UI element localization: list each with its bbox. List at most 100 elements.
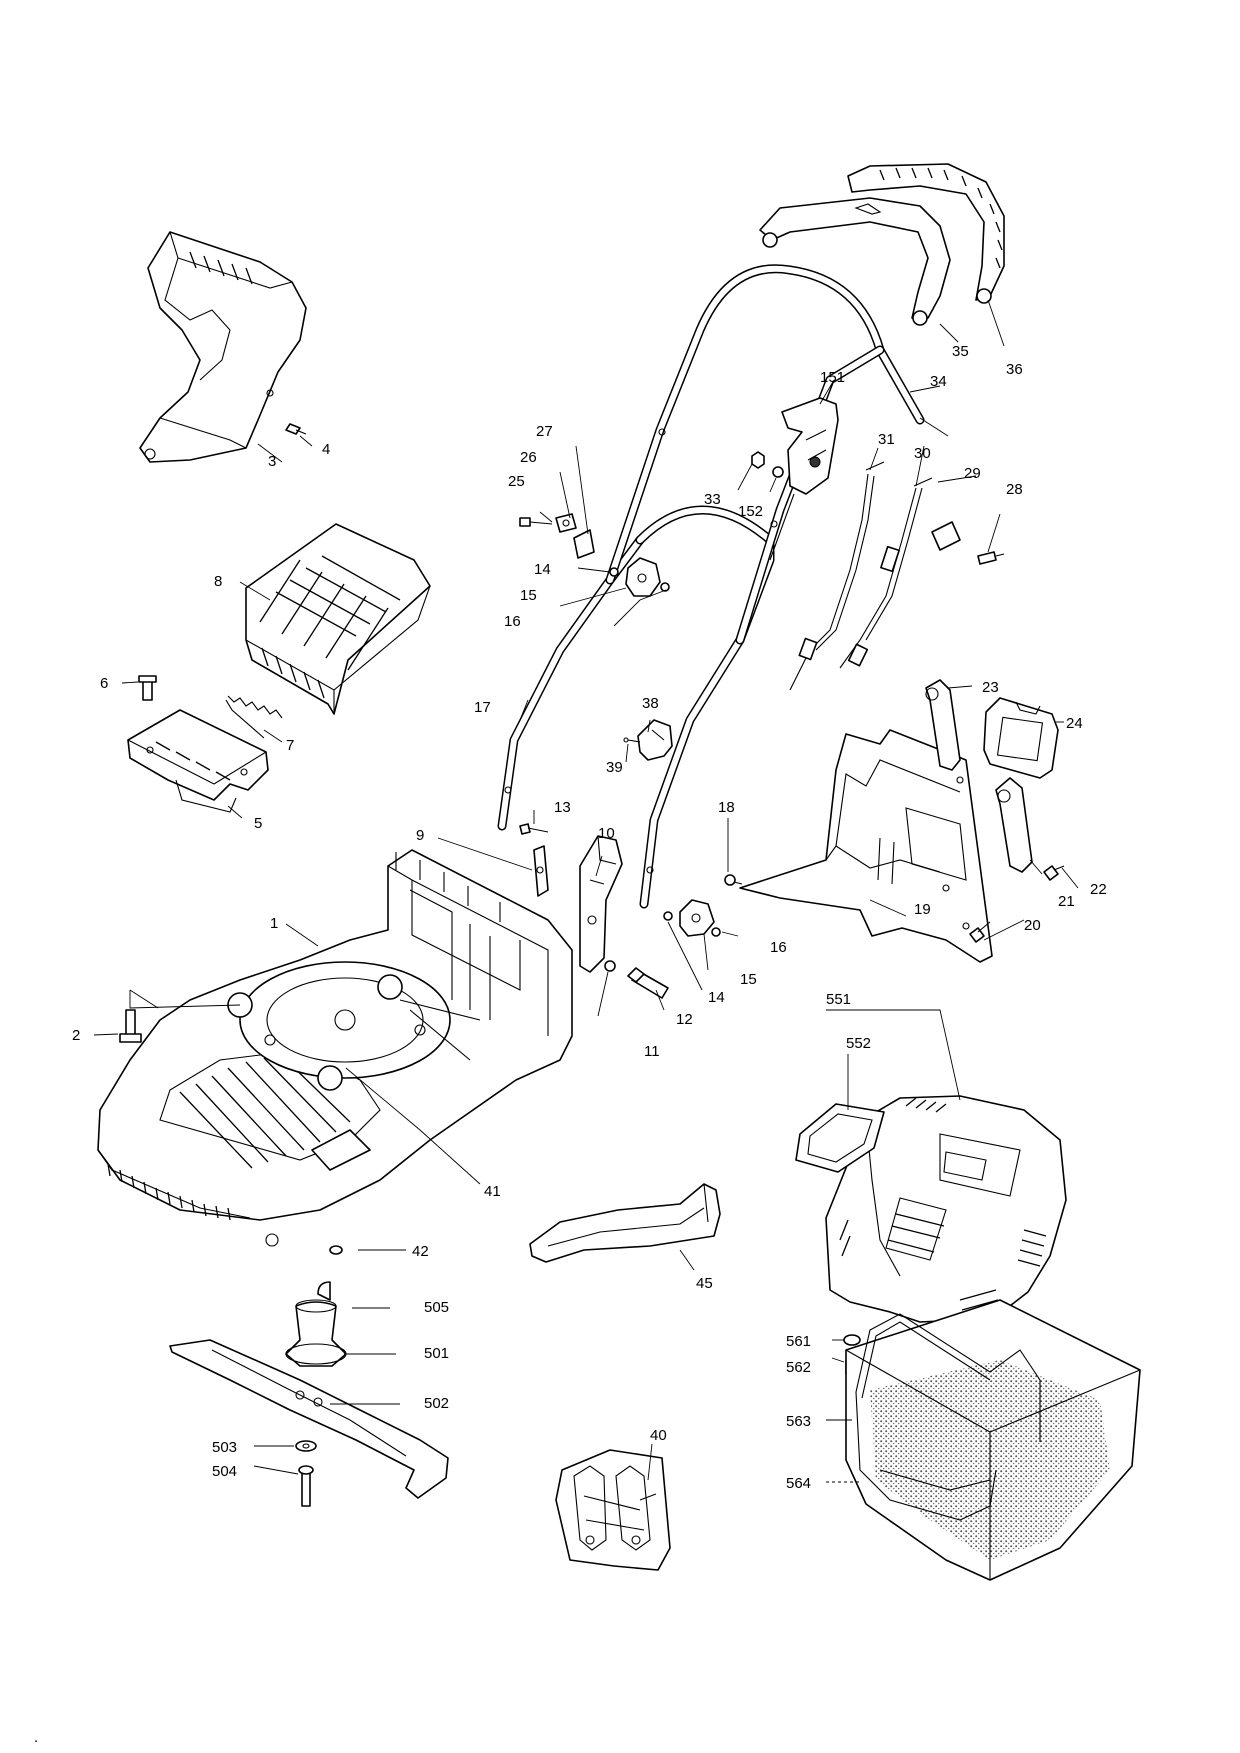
- bracket-10-part: [579, 835, 623, 973]
- part-number-labels: 3 4 8 6 7 5 1 2 41 42 505 501 502 503 50…: [34, 343, 1107, 1746]
- washer-42-part: [329, 1245, 343, 1255]
- label-part-12: 12: [676, 1011, 693, 1028]
- bolt-504-part: [298, 1465, 314, 1507]
- label-part-1: 1: [270, 915, 278, 932]
- nut-33-part: [751, 451, 765, 469]
- hinge-23-part: [925, 679, 961, 771]
- screw-13-part: [519, 823, 549, 835]
- spring-7-part: [225, 695, 283, 739]
- cover-24-part: [983, 697, 1059, 779]
- label-part-562: 562: [786, 1359, 811, 1376]
- label-part-7: 7: [286, 737, 294, 754]
- label-part-41: 41: [484, 1183, 501, 1200]
- label-part-151: 151: [820, 369, 845, 386]
- label-part-28: 28: [1006, 481, 1023, 498]
- knob-15-lower-part: [679, 899, 715, 937]
- switch-lever-151-part: [769, 397, 839, 561]
- knob-15-upper-part: [625, 557, 661, 597]
- label-part-16-lower: 16: [770, 939, 787, 956]
- label-part-35: 35: [952, 343, 969, 360]
- label-part-5: 5: [254, 815, 262, 832]
- screw-39-part: [623, 737, 641, 743]
- screw-28-part: [977, 551, 1005, 565]
- screw-20-part: [969, 921, 991, 943]
- cable-30-part: [839, 477, 933, 669]
- screw-18-part: [724, 874, 743, 886]
- screw-25-part: [519, 517, 553, 527]
- label-part-503: 503: [212, 1439, 237, 1456]
- label-part-4: 4: [322, 441, 330, 458]
- label-part-3: 3: [268, 453, 276, 470]
- label-part-38: 38: [642, 695, 659, 712]
- label-part-9: 9: [416, 827, 424, 844]
- washer-14-upper-part: [609, 567, 619, 577]
- label-part-33: 33: [704, 491, 721, 508]
- screw-2-part: [119, 1009, 142, 1043]
- grip-bar-35-part: [759, 197, 951, 326]
- label-part-505: 505: [424, 1299, 449, 1316]
- switch-housing-part: [127, 709, 269, 813]
- blade-502-part: [169, 1339, 449, 1499]
- cable-plate-27-part: [573, 529, 595, 559]
- washer-11-part: [604, 960, 616, 972]
- label-part-25: 25: [508, 473, 525, 490]
- bag-frame-563-part: [855, 1313, 1041, 1521]
- key-505-part: [317, 1281, 331, 1301]
- blade-adaptor-501-part: [285, 1299, 347, 1367]
- hinge-21-part: [995, 777, 1033, 873]
- leader-lines: [93, 299, 1079, 1483]
- label-part-551: 551: [826, 991, 851, 1008]
- cable-31-part: [789, 461, 885, 691]
- label-part-15-lower: 15: [740, 971, 757, 988]
- label-part-31: 31: [878, 431, 895, 448]
- label-part-16-upper: 16: [504, 613, 521, 630]
- screw-4-part: [285, 423, 307, 435]
- label-part-19: 19: [914, 901, 931, 918]
- washer-14-lower-part: [663, 911, 673, 921]
- label-part-36: 36: [1006, 361, 1023, 378]
- label-part-34: 34: [930, 373, 947, 390]
- nut-16-lower-part: [711, 927, 721, 937]
- carry-handle-45-part: [529, 1183, 721, 1263]
- label-part-29: 29: [964, 465, 981, 482]
- label-part-552: 552: [846, 1035, 871, 1052]
- label-part-15-upper: 15: [520, 587, 537, 604]
- screw-22-part: [1043, 865, 1065, 881]
- bolt-12-part: [627, 967, 669, 999]
- washer-561-part: [843, 1334, 861, 1346]
- washer-503-part: [295, 1440, 317, 1452]
- bracket-9-part: [533, 845, 549, 897]
- label-part-563: 563: [786, 1413, 811, 1430]
- label-part-42: 42: [412, 1243, 429, 1260]
- label-part-2: 2: [72, 1027, 80, 1044]
- label-part-152: 152: [738, 503, 763, 520]
- label-part-18: 18: [718, 799, 735, 816]
- mower-deck-part: [97, 849, 573, 1247]
- rear-flap-19-part: [739, 729, 993, 963]
- label-part-11: 11: [644, 1043, 660, 1060]
- label-part-39: 39: [606, 759, 623, 776]
- label-part-45: 45: [696, 1275, 713, 1292]
- window-552-part: [795, 1103, 885, 1173]
- parts-bag-40-part: [555, 1449, 671, 1571]
- label-part-23: 23: [982, 679, 999, 696]
- label-part-24: 24: [1066, 715, 1083, 732]
- grass-bag-564-part: [845, 1299, 1141, 1581]
- label-part-20: 20: [1024, 917, 1041, 934]
- screw-6-part: [138, 675, 157, 701]
- label-part-501: 501: [424, 1345, 449, 1362]
- motor-cover-part: [139, 231, 307, 463]
- nut-152-part: [772, 466, 784, 478]
- label-part-6: 6: [100, 675, 108, 692]
- label-part-17: 17: [474, 699, 491, 716]
- label-part-21: 21: [1058, 893, 1075, 910]
- label-part-561: 561: [786, 1333, 811, 1350]
- label-part-14-lower: 14: [708, 989, 725, 1006]
- label-part-10: 10: [598, 825, 615, 842]
- cable-clip-29-part: [931, 521, 961, 551]
- label-part-30: 30: [914, 445, 931, 462]
- label-part-502: 502: [424, 1395, 449, 1412]
- label-part-14-upper: 14: [534, 561, 551, 578]
- label-part-13: 13: [554, 799, 571, 816]
